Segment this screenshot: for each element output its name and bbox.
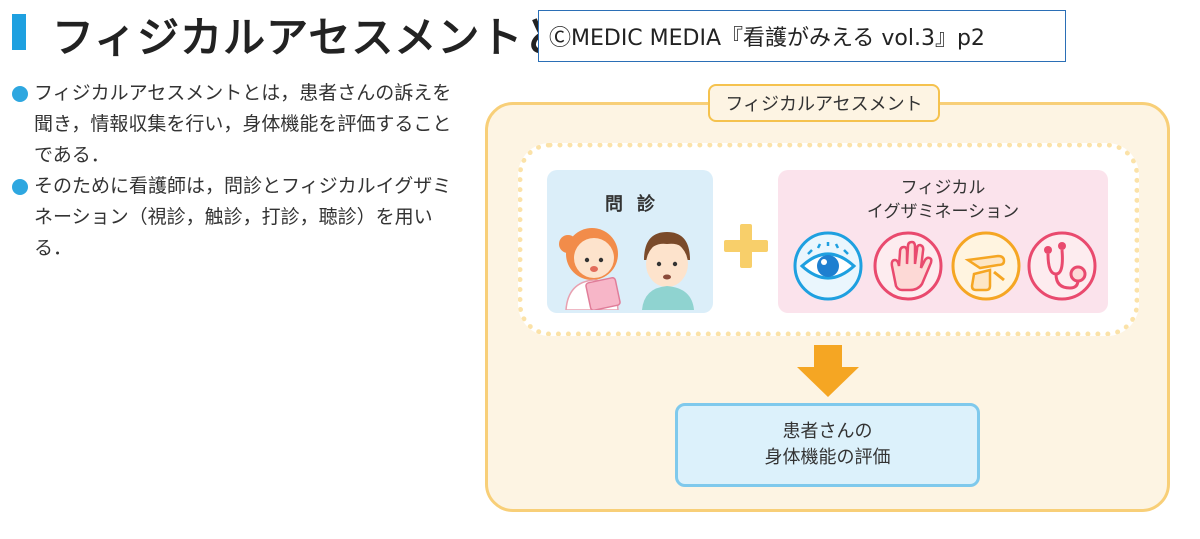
list-item: フィジカルアセスメントとは，患者さんの訴えを聞き，情報収集を行い，身体機能を評価…	[12, 78, 452, 171]
bullet-dot-icon	[12, 86, 28, 102]
nurse-patient-illustration	[559, 228, 694, 310]
physical-exam-label-line1: フィジカル	[900, 178, 986, 198]
physical-exam-label: フィジカル イグザミネーション	[778, 176, 1108, 224]
page-title: フィジカルアセスメントとは	[52, 13, 610, 62]
evaluation-box: 患者さんの 身体機能の評価	[675, 403, 980, 487]
bullet-text: フィジカルアセスメントとは，患者さんの訴えを聞き，情報収集を行い，身体機能を評価…	[34, 82, 452, 166]
bullet-dot-icon	[12, 179, 28, 195]
down-arrow-icon	[797, 345, 859, 397]
evaluation-line2: 身体機能の評価	[764, 447, 891, 468]
title-accent-bar	[12, 14, 26, 50]
list-item: そのために看護師は，問診とフィジカルイグザミネーション（視診，触診，打診，聴診）…	[12, 171, 452, 264]
bullet-text: そのために看護師は，問診とフィジカルイグザミネーション（視診，触診，打診，聴診）…	[34, 175, 452, 259]
evaluation-line1: 患者さんの	[782, 421, 873, 442]
plus-icon	[724, 224, 768, 268]
bullet-list: フィジカルアセスメントとは，患者さんの訴えを聞き，情報収集を行い，身体機能を評価…	[12, 78, 452, 264]
percussion-icon	[951, 231, 1021, 301]
eye-icon	[793, 231, 863, 301]
assessment-tag: フィジカルアセスメント	[708, 84, 940, 122]
stethoscope-icon	[1027, 231, 1097, 301]
physical-exam-label-line2: イグザミネーション	[866, 202, 1020, 222]
hand-icon	[873, 231, 943, 301]
interview-label: 問診	[605, 194, 669, 215]
physical-exam-box: フィジカル イグザミネーション	[778, 170, 1108, 313]
copyright-notice: ⒸMEDIC MEDIA『看護がみえる vol.3』p2	[538, 10, 1066, 62]
